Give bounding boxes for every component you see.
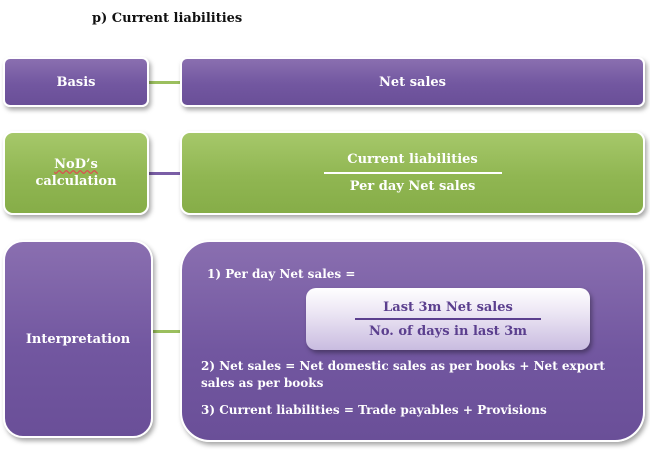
- interpretation-content-box: 1) Per day Net sales = Last 3m Net sales…: [180, 240, 645, 442]
- interpretation-item-3: 3) Current liabilities = Trade payables …: [201, 403, 547, 417]
- interpretation-connector: [153, 330, 181, 333]
- basis-label-box: Basis: [3, 57, 149, 107]
- nod-label-line1: NoD’s: [54, 157, 98, 172]
- nod-numerator: Current liabilities: [347, 152, 478, 167]
- basis-value-box: Net sales: [180, 57, 645, 107]
- basis-connector: [149, 81, 181, 84]
- per-day-fraction-box: Last 3m Net sales No. of days in last 3m: [306, 288, 590, 350]
- interpretation-item-1: 1) Per day Net sales =: [207, 267, 356, 281]
- fraction-denominator: No. of days in last 3m: [368, 323, 527, 339]
- nod-connector: [149, 172, 181, 175]
- basis-label: Basis: [56, 74, 96, 90]
- basis-value: Net sales: [379, 74, 446, 90]
- fraction-numerator: Last 3m Net sales: [383, 299, 513, 315]
- nod-label-box: NoD’s calculation: [3, 131, 149, 215]
- interpretation-item-2: 2) Net sales = Net domestic sales as per…: [201, 359, 605, 390]
- nod-formula-box: Current liabilities Per day Net sales: [180, 131, 645, 215]
- page-title: p) Current liabilities: [92, 11, 243, 26]
- interpretation-label-box: Interpretation: [3, 240, 153, 438]
- fraction-line: [355, 317, 541, 320]
- interpretation-label: Interpretation: [25, 331, 131, 347]
- nod-label-line2: calculation: [35, 174, 117, 189]
- nod-fraction-line: [323, 172, 502, 174]
- nod-denominator: Per day Net sales: [349, 179, 476, 194]
